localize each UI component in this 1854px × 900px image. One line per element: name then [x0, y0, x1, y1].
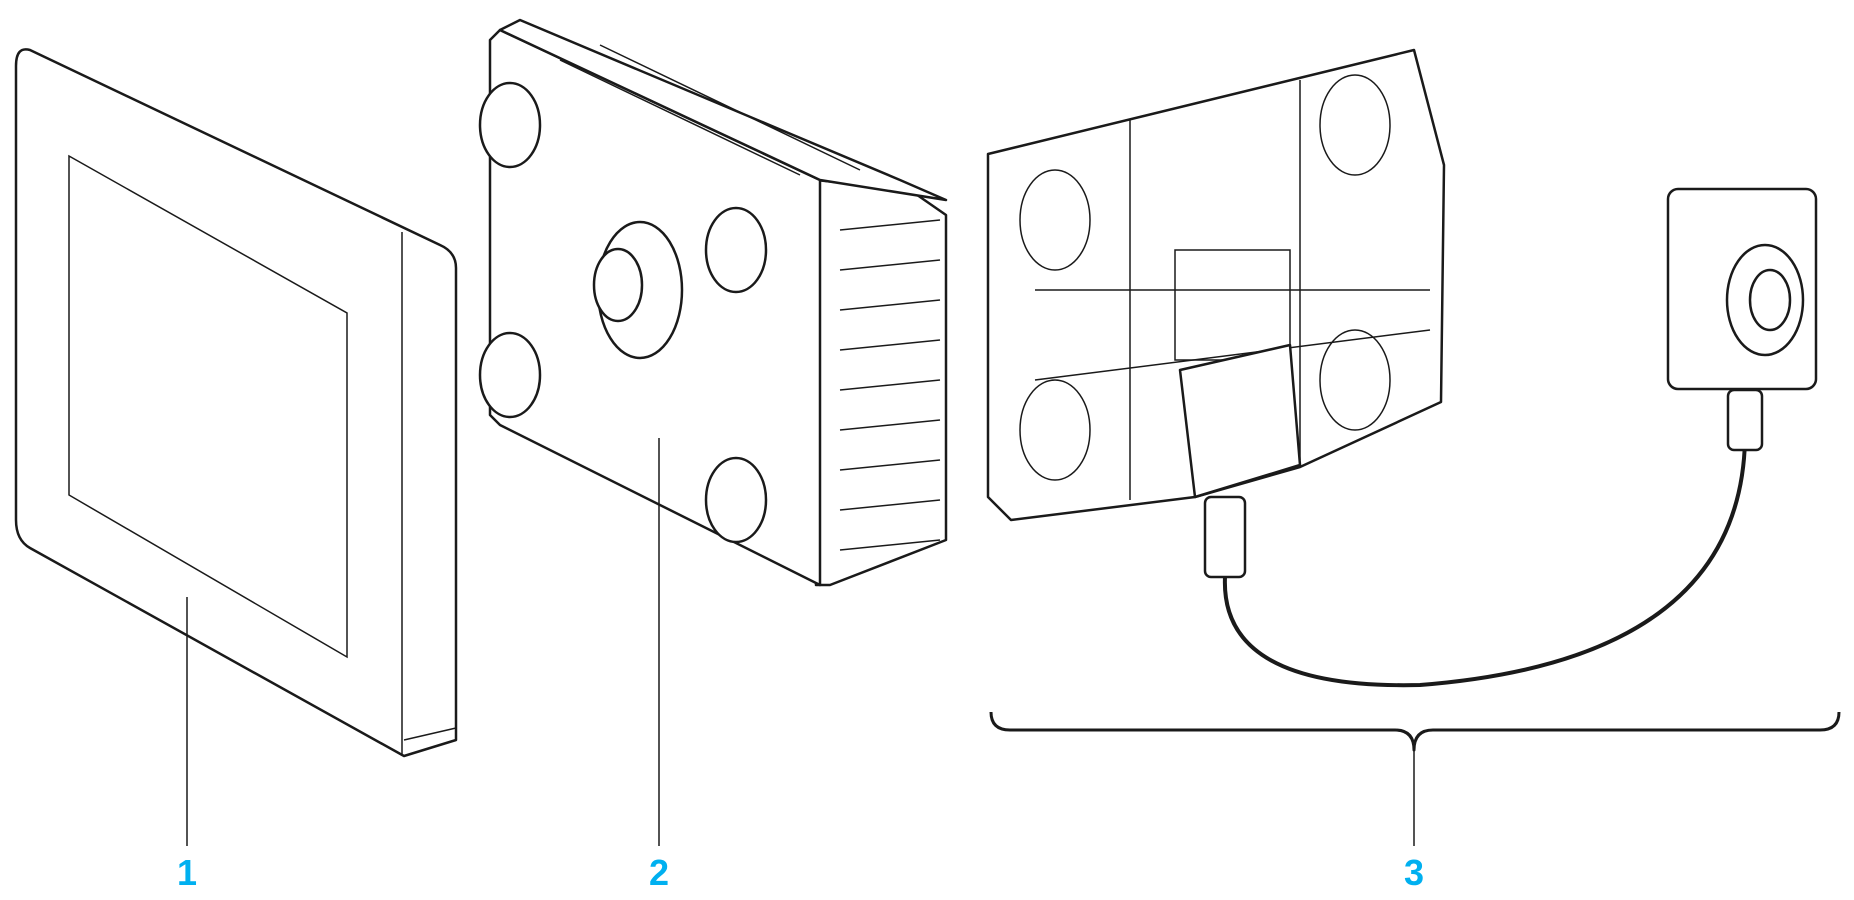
callout-label-2: 2 [649, 852, 669, 893]
display-panel [14, 48, 458, 846]
cable [1222, 439, 1747, 688]
bracket-brace [989, 711, 1841, 752]
callout-label-3: 3 [1404, 852, 1424, 893]
display-screen [68, 154, 348, 659]
mount-boss [704, 206, 768, 294]
mount-boss [478, 331, 542, 419]
cable-strain-relief [1203, 495, 1247, 579]
controller-module [478, 18, 948, 846]
mount-boss [704, 456, 768, 544]
mounting-kit [986, 48, 1841, 846]
mount-boss [478, 81, 542, 169]
callout-label-1: 1 [177, 852, 197, 893]
